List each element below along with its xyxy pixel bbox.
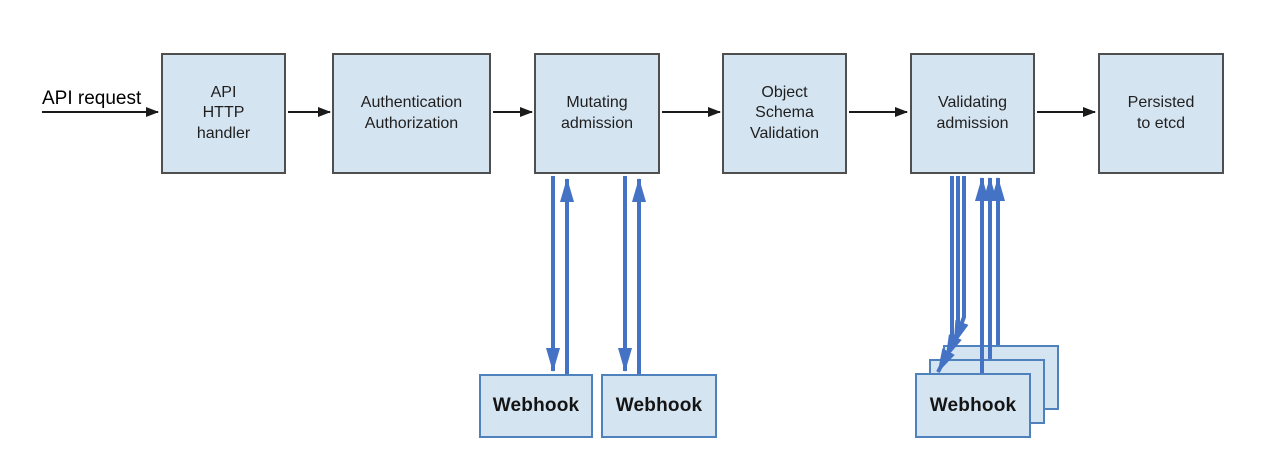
api-request-label: API request [42, 88, 142, 109]
node-authentication-authorization: Authentication Authorization [332, 53, 491, 174]
node-label: Object Schema Validation [749, 83, 820, 142]
node-label: Mutating admission [560, 94, 634, 132]
node-label: Persisted to etcd [1127, 94, 1195, 132]
webhook-call-down-arrow [936, 176, 955, 373]
node-mutating-admission: Mutating admission [534, 53, 660, 174]
node-label: Authentication Authorization [360, 94, 463, 132]
node-label: API HTTP handler [196, 83, 251, 142]
webhook-call-down-arrow [944, 176, 962, 359]
webhook-label: Webhook [929, 394, 1017, 416]
webhook-box-mutating-1: Webhook [479, 374, 593, 438]
node-persisted-to-etcd: Persisted to etcd [1098, 53, 1224, 174]
node-api-http-handler: API HTTP handler [161, 53, 286, 174]
node-object-schema-validation: Object Schema Validation [722, 53, 847, 174]
node-label: Validating admission [936, 94, 1009, 132]
webhook-box-mutating-2: Webhook [601, 374, 717, 438]
webhook-label: Webhook [615, 395, 703, 416]
webhook-call-down-arrow [952, 176, 969, 345]
webhook-box-validating-front: Webhook [915, 373, 1031, 438]
node-validating-admission: Validating admission [910, 53, 1035, 174]
webhook-label: Webhook [492, 395, 580, 416]
